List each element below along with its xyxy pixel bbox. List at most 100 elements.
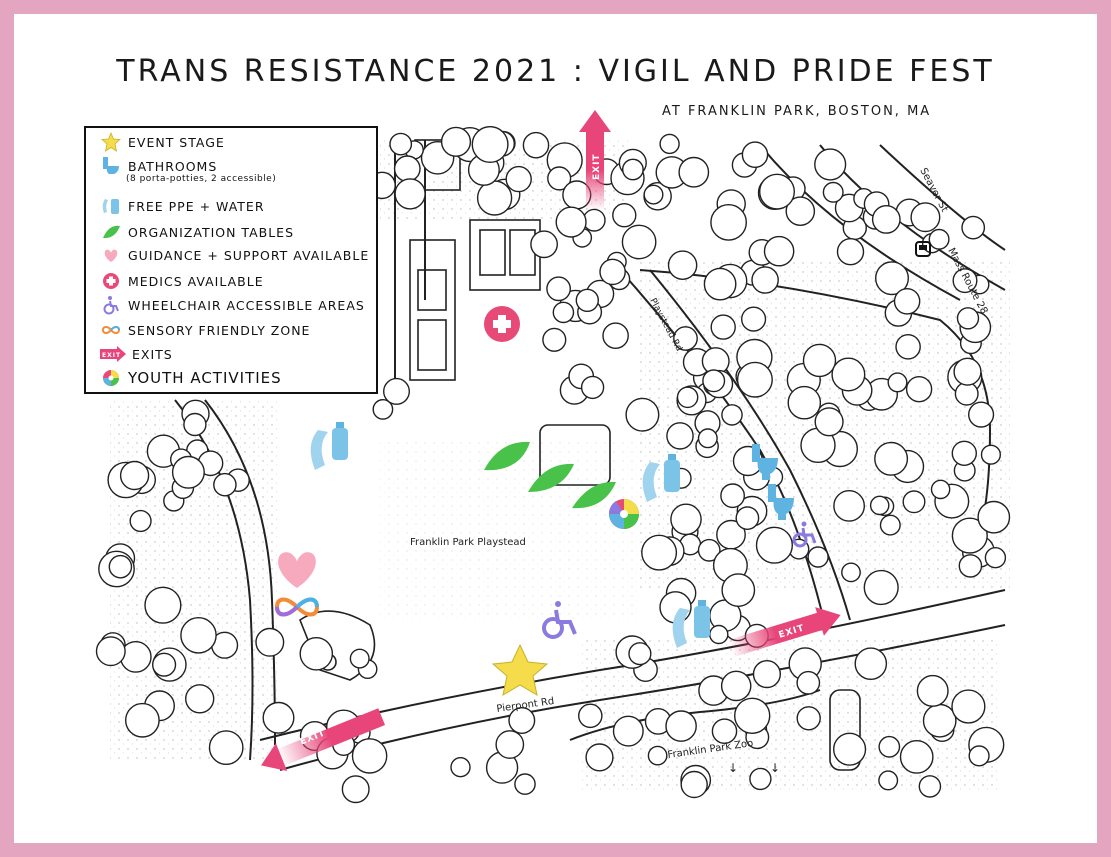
exit-badge-text: EXIT [102, 352, 121, 359]
tree [785, 196, 816, 226]
legend-item-medics: MEDICS AVAILABLE [100, 271, 264, 291]
tree [863, 569, 899, 606]
tree [255, 627, 285, 657]
tree [735, 506, 760, 530]
tree [621, 224, 657, 260]
legend-item-ppe-water: FREE PPE + WATER [100, 196, 265, 216]
tree [878, 770, 899, 791]
tree [440, 126, 472, 157]
legend-label: EXITS [132, 346, 173, 362]
tree [372, 398, 394, 420]
toilet-icon-north [752, 444, 778, 480]
tree [546, 276, 571, 302]
tree [902, 490, 926, 514]
tree [874, 441, 909, 476]
tree [622, 158, 644, 181]
tree [676, 386, 699, 409]
exit-label-north: EXIT [592, 153, 602, 180]
toilet-icon [100, 156, 122, 176]
tree [899, 740, 934, 774]
tree [749, 767, 772, 791]
ppe-water-icon-west [310, 422, 348, 470]
tree [833, 489, 865, 522]
tree [807, 546, 829, 568]
tree [522, 131, 550, 159]
tree [612, 715, 644, 747]
tree [152, 652, 177, 677]
infinity-icon [274, 597, 320, 617]
tree [349, 648, 370, 669]
tree [580, 375, 605, 400]
tree [763, 235, 795, 267]
tree [796, 706, 821, 731]
infinity-icon [100, 320, 122, 340]
legend-item-bathrooms: BATHROOMS [100, 156, 217, 176]
mask-water-icon [100, 196, 122, 216]
tree [552, 301, 575, 324]
tree [831, 357, 866, 392]
tree [450, 757, 471, 778]
tree [647, 745, 668, 766]
tree [953, 357, 982, 386]
tree [918, 775, 942, 798]
tree [542, 327, 567, 352]
tree [796, 670, 821, 695]
tree [930, 479, 951, 500]
legend-item-guidance: GUIDANCE + SUPPORT AVAILABLE [100, 245, 369, 265]
tree [836, 237, 865, 266]
tree [602, 322, 629, 350]
tree [720, 483, 745, 509]
exit-arrow-north: EXIT [579, 110, 611, 210]
legend-label: YOUTH ACTIVITIES [128, 369, 282, 387]
tree [854, 647, 888, 681]
legend-item-youth: YOUTH ACTIVITIES [100, 368, 282, 388]
tree [108, 554, 133, 579]
tree [476, 180, 513, 216]
wheelchair-icon-east [792, 521, 817, 548]
legend-label: FREE PPE + WATER [128, 198, 265, 214]
tree [514, 773, 536, 795]
tree [673, 326, 698, 351]
legend-label: GUIDANCE + SUPPORT AVAILABLE [128, 247, 370, 263]
ppe-water-icon-south [672, 600, 710, 648]
playstead-label: Franklin Park Playstead [410, 537, 526, 548]
tree [144, 586, 182, 624]
tree [578, 703, 603, 729]
toilet-icon-south [768, 484, 794, 520]
tree [119, 460, 150, 491]
tree [905, 376, 933, 403]
legend-label: BATHROOMS [128, 158, 218, 174]
tree [980, 444, 1001, 465]
color-wheel-icon [100, 368, 122, 388]
zoo-arrow-1: ↓ [728, 761, 738, 775]
legend-label: MEDICS AVAILABLE [128, 273, 264, 289]
bus-stop-icon [915, 241, 931, 257]
tree [262, 701, 295, 734]
star-icon [100, 132, 122, 152]
legend-item-sensory: SENSORY FRIENDLY ZONE [100, 320, 310, 340]
tree [710, 314, 736, 340]
tree [952, 268, 978, 294]
tree [879, 514, 901, 536]
legend-item-exits: EXIT EXITS [100, 344, 173, 364]
tree [389, 132, 413, 156]
tree [575, 288, 599, 312]
tree [508, 707, 536, 735]
tree [984, 547, 1007, 569]
tree [530, 230, 558, 259]
tree [702, 369, 726, 393]
youth-activities-color-wheel-icon [608, 499, 639, 529]
legend-label: SENSORY FRIENDLY ZONE [128, 322, 311, 338]
tree [180, 617, 217, 654]
tree [129, 509, 152, 533]
tree [710, 203, 747, 241]
tree [916, 674, 949, 707]
tree [893, 287, 921, 315]
tree [721, 573, 756, 607]
heart-icon [278, 552, 316, 588]
tree [720, 670, 752, 702]
tree [612, 202, 637, 228]
tree [351, 738, 388, 774]
tree [871, 204, 901, 234]
legend-label: EVENT STAGE [128, 134, 225, 150]
